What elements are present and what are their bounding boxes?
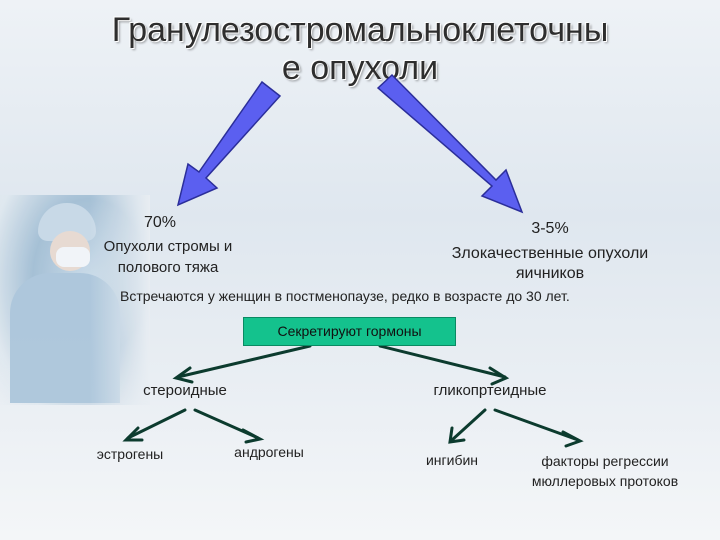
left-label-line-2: полового тяжа [117,259,219,276]
left-label: Опухоли стромы и полового тяжа [78,236,258,278]
title-line-1: Гранулезостромальноклеточны [111,11,609,49]
arrow-to-glyco [378,344,507,379]
big-arrow-left [176,80,282,207]
arrow-to-mullerian [493,408,580,442]
hormone-tree [122,344,584,448]
hormones-box: Секретируют гормоны [243,317,456,346]
right-percent: 3-5% [531,220,569,237]
arrowhead-glyco [488,366,510,386]
title-line-2: е опухоли [281,49,439,87]
age-note: Встречаются у женщин в постменопаузе, ре… [120,288,570,304]
big-arrow-right [376,73,524,214]
arrow-to-inhibin [450,408,487,442]
left-percent: 70% [143,214,177,231]
arrowhead-estrogens [122,426,144,442]
arrow-to-steroid [176,344,312,379]
right-label-line-2: яичников [515,265,585,282]
mullerian-factors-label: факторы регрессии мюллеровых протоков [516,451,694,491]
right-label-line-1: Злокачественные опухоли [451,245,649,262]
arrow-to-estrogens [126,408,187,440]
photo-fade [0,195,150,405]
arrowhead-mullerian [561,430,584,448]
androgens-label: андрогены [234,444,304,460]
glycoprotein-label: гликопртеидные [433,382,547,399]
surgeon-photo [0,195,150,405]
mullerian-line-2: мюллеровых протоков [531,473,679,489]
left-label-line-1: Опухоли стромы и [103,238,233,255]
estrogens-label: эстрогены [96,446,164,462]
arrowhead-inhibin [448,426,466,444]
right-label: Злокачественные опухоли яичников [430,244,670,284]
arrowhead-steroid [172,366,194,384]
arrowhead-androgens [241,428,265,444]
steroid-label: стероидные [143,382,227,399]
inhibin-label: ингибин [425,452,479,468]
mullerian-line-1: факторы регрессии [541,453,669,469]
